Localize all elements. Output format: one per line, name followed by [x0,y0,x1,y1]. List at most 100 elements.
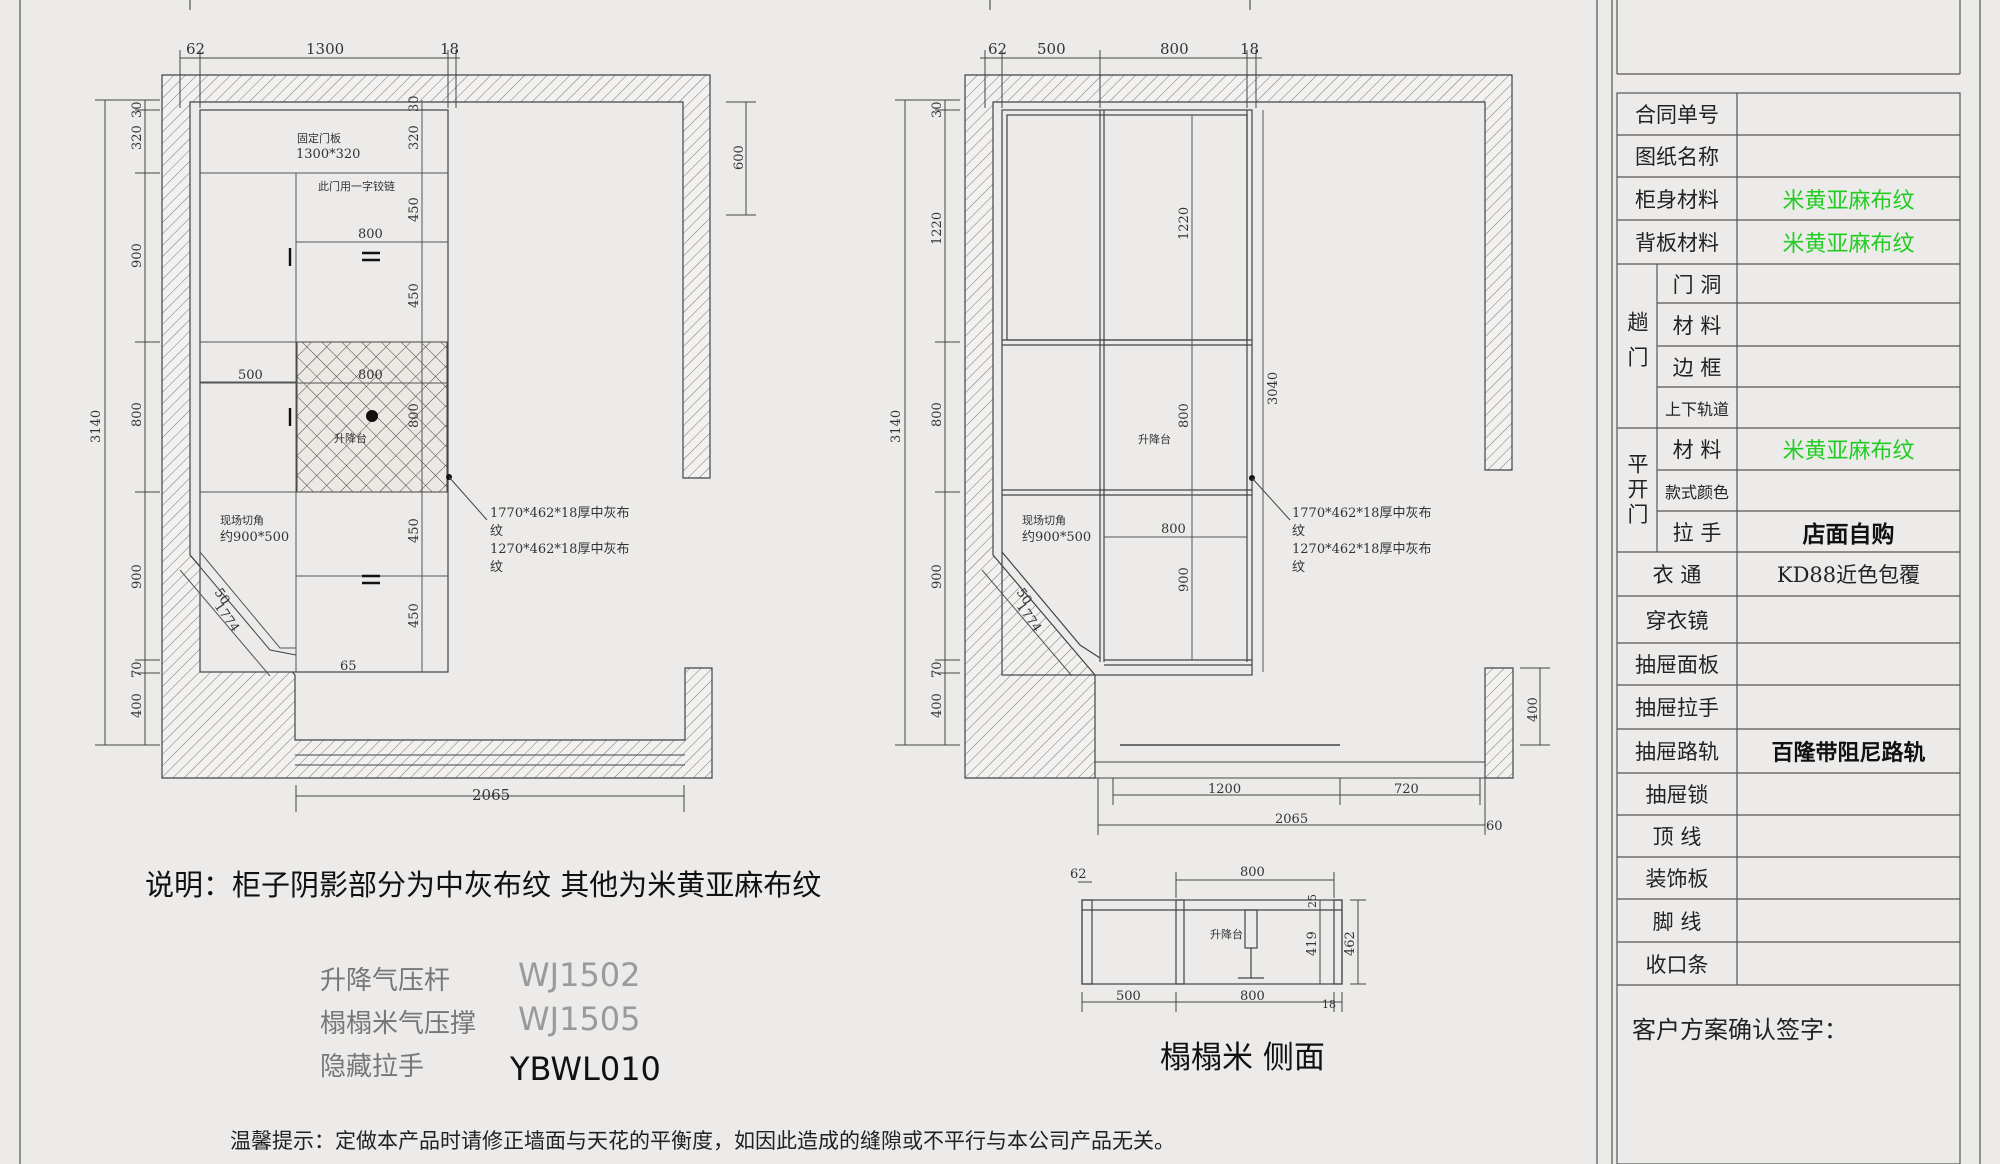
left-dim-i-450d: 450 [407,603,422,628]
tb-value-decor-panel[interactable] [1737,857,1960,899]
tb-label-tracks: 上下轨道 [1664,399,1729,419]
tb-value-mirror[interactable] [1737,596,1960,643]
right-note-1a: 1770*462*18厚中灰布 [1292,506,1431,521]
right-dim-i-900: 900 [1177,567,1192,592]
right-dim-top-18: 18 [1240,40,1259,58]
right-label-lift: 升降台 [1138,432,1171,446]
left-dim-l-30: 30 [130,101,145,118]
tb-label-door-opening: 门 洞 [1672,272,1722,297]
left-label-corner-size: 约900*500 [220,530,289,545]
right-elevation-drawing: 62 500 800 18 30 1220 800 900 70 400 314… [889,40,1550,835]
hw-name-hidden-handle: 隐藏拉手 [320,1052,425,1082]
tb-value-drawer-slide[interactable]: 百隆带阻尼路轨 [1771,740,1926,766]
tb-label-drawer-handle: 抽屉拉手 [1635,696,1719,720]
left-dim-top-62: 62 [186,40,205,58]
tb-label-drawer-slide: 抽屉路轨 [1635,740,1719,764]
side-dim-800-top: 800 [1240,865,1265,880]
right-dim-l-900: 900 [930,564,945,589]
left-dim-i-800: 800 [407,403,422,428]
left-dim-l-400: 400 [130,693,145,718]
right-dim-720: 720 [1394,782,1419,797]
tb-label-edge-strip: 收口条 [1645,952,1709,977]
tatami-side-view: 62 800 25 419 462 500 800 18 升降台 [1070,865,1366,1012]
tb-customer-signature[interactable]: 客户方案确认签字： [1632,1016,1848,1044]
tb-value-frame[interactable] [1737,346,1960,387]
tb-value-door-opening[interactable] [1737,264,1960,303]
left-label-lift: 升降台 [334,431,367,445]
tb-value-style-color[interactable] [1737,470,1960,511]
tb-value-back-material[interactable]: 米黄亚麻布纹 [1782,232,1915,257]
side-dim-500: 500 [1116,989,1141,1004]
right-dim-400: 400 [1526,697,1541,722]
right-note-2a: 1270*462*18厚中灰布 [1292,542,1431,557]
tb-label-frame: 边 框 [1672,355,1722,380]
tb-label-base-molding: 脚 线 [1652,909,1702,934]
right-dim-top-800: 800 [1160,40,1189,58]
tb-label-hinged-material: 材 料 [1672,438,1722,462]
tb-value-handle[interactable]: 店面自购 [1802,520,1895,548]
left-label-corner: 现场切角 [220,513,264,527]
right-dim-top-500: 500 [1037,40,1066,58]
tb-value-drawer-lock[interactable] [1737,773,1960,815]
tb-value-contract-no[interactable] [1737,93,1960,135]
right-label-corner: 现场切角 [1022,513,1066,527]
tb-value-base-molding[interactable] [1737,899,1960,942]
left-dim-i-320: 320 [407,125,422,150]
right-dim-l-1220: 1220 [930,212,945,245]
tb-value-hanging-rod[interactable]: KD88近色包覆 [1776,563,1921,587]
title-block-grid [1616,92,1961,1164]
left-note-1a: 1770*462*18厚中灰布 [490,506,629,521]
tb-label-drawer-lock: 抽屉锁 [1645,783,1709,807]
right-dim-l-800: 800 [930,402,945,427]
side-dim-62: 62 [1070,867,1087,882]
left-dim-i-450a: 450 [407,197,422,222]
tb-group-sliding-door: 趟门 [1625,311,1649,381]
left-dim-i-30: 30 [407,95,422,112]
tb-value-drawer-front[interactable] [1737,643,1960,685]
hw-name-lift-strut: 升降气压杆 [320,966,451,996]
tb-value-edge-strip[interactable] [1737,942,1960,985]
left-dim-l-320: 320 [130,125,145,150]
tb-label-handle: 拉 手 [1672,520,1722,545]
left-note-2a: 1270*462*18厚中灰布 [490,542,629,557]
tb-label-sliding-material: 材 料 [1672,313,1722,338]
left-dim-65: 65 [340,659,357,674]
left-dim-800a: 800 [358,227,383,242]
right-wall-hatched [964,74,1513,779]
right-cabinet-outline [1001,109,1253,676]
side-dim-18: 18 [1322,998,1336,1011]
right-dim-3040: 3040 [1266,372,1281,405]
tb-label-mirror: 穿衣镜 [1645,608,1709,633]
hw-code-tatami-strut: WJ1505 [518,1000,641,1038]
left-dim-l-900b: 900 [130,564,145,589]
left-wall-hatched [161,74,713,779]
left-dim-l-900a: 900 [130,243,145,268]
legend-note: 说明：柜子阴影部分为中灰布纹 其他为米黄亚麻布纹 [145,868,822,902]
hw-name-tatami-strut: 榻榻米气压撑 [320,1009,477,1039]
hw-code-lift-strut: WJ1502 [518,956,641,994]
tb-value-tracks[interactable] [1737,387,1960,428]
right-dim-i-800h: 800 [1161,522,1186,537]
tb-value-hinged-material[interactable]: 米黄亚麻布纹 [1782,439,1915,464]
tb-group-hinged-door: 平开门 [1625,452,1649,528]
tb-label-crown-molding: 顶 线 [1652,825,1702,849]
left-dim-total-3140: 3140 [89,410,104,443]
tb-value-body-material[interactable]: 米黄亚麻布纹 [1782,188,1915,214]
left-note-1b: 纹 [490,524,503,539]
left-dim-800b: 800 [358,368,383,383]
right-dim-l-400: 400 [930,693,945,718]
right-dim-l-70: 70 [930,661,945,678]
right-label-corner-size: 约900*500 [1022,530,1091,545]
left-dim-bottom-2065: 2065 [472,786,510,804]
tb-value-drawer-handle[interactable] [1737,685,1960,729]
right-dim-i-1220: 1220 [1177,207,1192,240]
side-dim-800-bottom: 800 [1240,989,1265,1004]
tb-value-crown-molding[interactable] [1737,815,1960,857]
tb-value-drawing-name[interactable] [1737,135,1960,177]
right-dim-l-30: 30 [930,101,945,118]
tb-value-sliding-material[interactable] [1737,303,1960,346]
right-note-1b: 纹 [1292,524,1305,539]
left-dim-top-1300: 1300 [306,40,344,58]
warm-tip-note: 温馨提示：定做本产品时请修正墙面与天花的平衡度，如因此造成的缝隙或不平行与本公司… [230,1129,1175,1153]
